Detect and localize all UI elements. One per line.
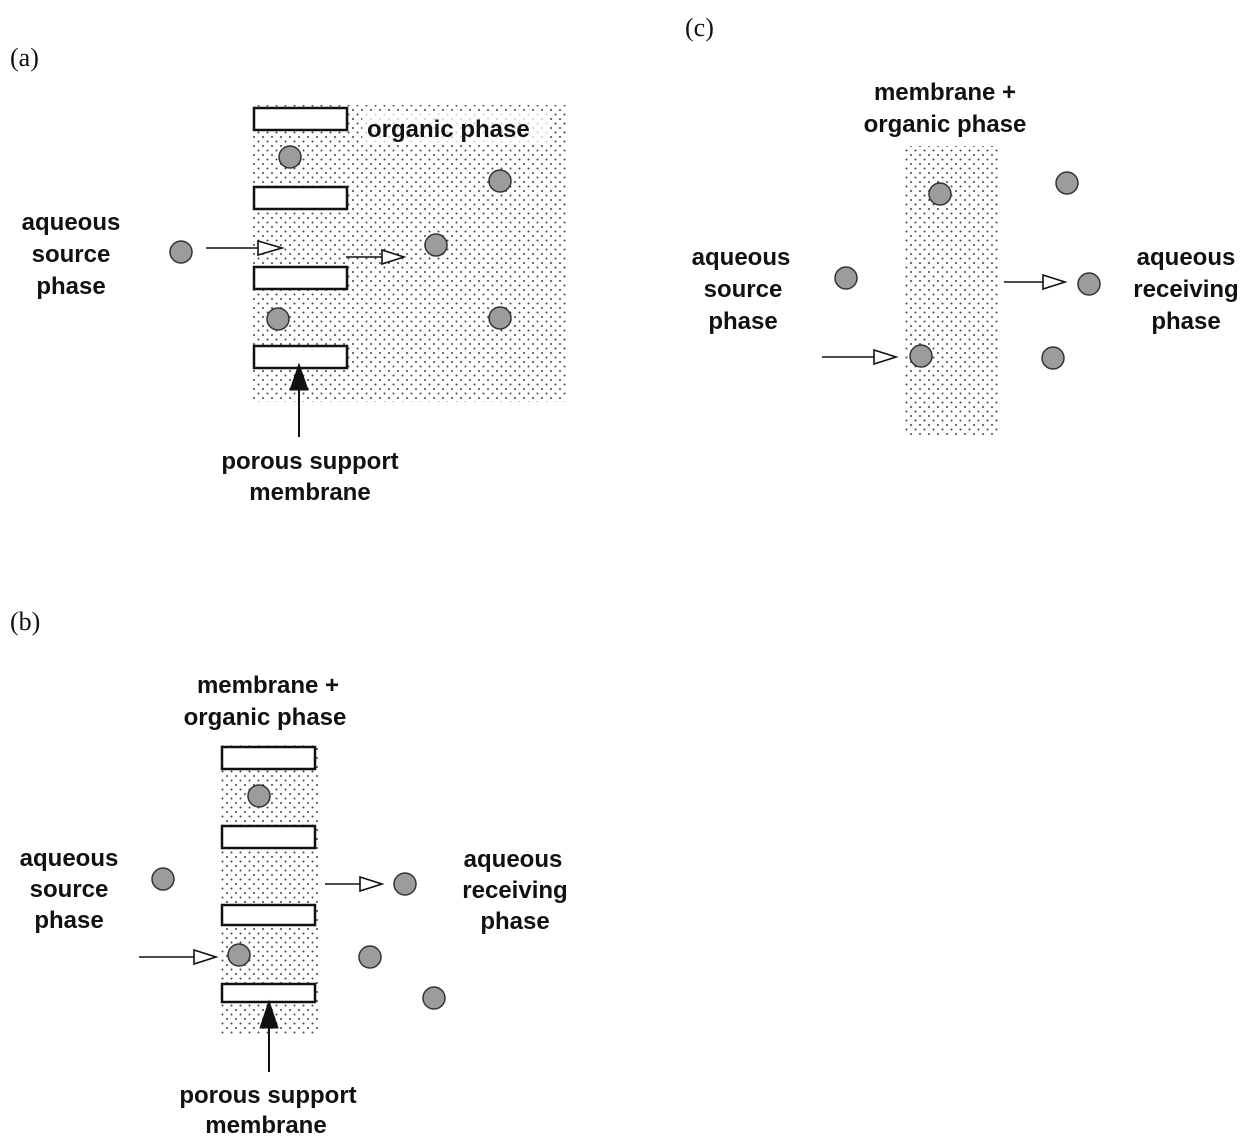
particle [227, 943, 251, 967]
source-label-line3: phase [708, 308, 777, 335]
support-label-line1: porous support [221, 448, 398, 475]
panel-b: (b) membrane + organic phase aqueous sou… [10, 607, 568, 1138]
receiving-label-line2: receiving [462, 877, 567, 904]
receiving-label-line3: phase [1151, 308, 1220, 335]
membrane-region [903, 146, 999, 436]
support-bar [252, 185, 349, 211]
source-label-line3: phase [34, 907, 103, 934]
label-backdrop [362, 113, 550, 145]
particle [928, 182, 952, 206]
support-bar [220, 745, 317, 771]
panel-b-label: (b) [10, 607, 40, 636]
particle [358, 945, 382, 969]
support-bar [220, 824, 317, 850]
transport-arrow [206, 239, 285, 257]
receiving-label-line1: aqueous [1137, 244, 1236, 271]
membrane-phase-label-line2: organic phase [184, 704, 347, 731]
source-label-line2: source [30, 876, 109, 903]
particle [151, 867, 175, 891]
source-label-line3: phase [36, 273, 105, 300]
receiving-label-line3: phase [480, 908, 549, 935]
particle [1055, 171, 1079, 195]
transport-arrow [346, 248, 407, 266]
particle [909, 344, 933, 368]
panel-a-label: (a) [10, 43, 39, 72]
particle [488, 169, 512, 193]
source-label-line2: source [32, 241, 111, 268]
panel-c: (c) membrane + organic phase aqueous sou… [685, 13, 1239, 436]
support-bar [252, 344, 349, 370]
support-label-line2: membrane [205, 1112, 326, 1138]
particle [422, 986, 446, 1010]
membrane-phase-label-line1: membrane + [197, 672, 339, 699]
transport-arrow [822, 348, 899, 366]
transport-arrow [139, 948, 219, 966]
particle [266, 307, 290, 331]
support-bar [220, 903, 317, 927]
support-label-line2: membrane [249, 479, 370, 506]
source-label-line1: aqueous [20, 845, 119, 872]
particle [278, 145, 302, 169]
transport-arrow [1004, 273, 1068, 291]
source-label-line1: aqueous [22, 209, 121, 236]
particle [834, 266, 858, 290]
support-pointer-arrow [289, 362, 309, 437]
particle [424, 233, 448, 257]
support-bar [220, 982, 317, 1004]
panel-a: (a) organic phase aqueous source phase p… [10, 43, 568, 506]
receiving-label-line2: receiving [1133, 276, 1238, 303]
particle [247, 784, 271, 808]
transport-arrow [325, 875, 385, 893]
panel-c-label: (c) [685, 13, 714, 42]
receiving-label-line1: aqueous [464, 846, 563, 873]
particle [1041, 346, 1065, 370]
particle [1077, 272, 1101, 296]
membrane-phase-label-line1: membrane + [874, 79, 1016, 106]
particle [488, 306, 512, 330]
organic-phase-label: organic phase [367, 116, 530, 143]
source-label-line1: aqueous [692, 244, 791, 271]
source-label-line2: source [704, 276, 783, 303]
membrane-phase-label-line2: organic phase [864, 111, 1027, 138]
particle [393, 872, 417, 896]
support-label-line1: porous support [179, 1082, 356, 1109]
support-pointer-arrow [259, 999, 279, 1072]
particle [169, 240, 193, 264]
support-bar [252, 106, 349, 132]
support-bar [252, 265, 349, 291]
